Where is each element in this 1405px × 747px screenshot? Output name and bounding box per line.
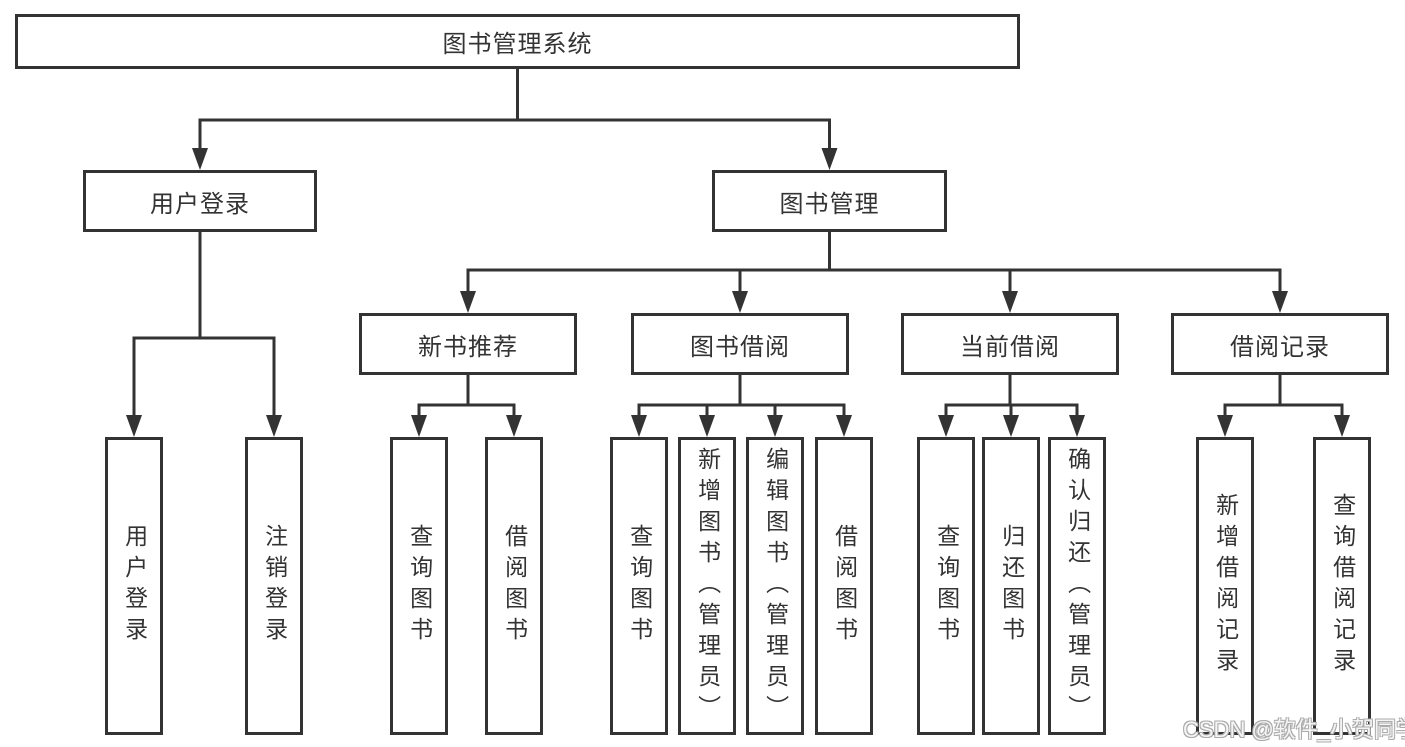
node-user-login-leaf: 用户登录 — [105, 437, 163, 735]
edge-root — [192, 67, 838, 170]
node-label: 查询借阅记录 — [1329, 493, 1356, 679]
node-confirm-return-admin: 确认归还（管理员） — [1048, 437, 1106, 735]
node-edit-books-admin: 编辑图书（管理员） — [746, 437, 804, 735]
node-query-books-borrowing: 查询图书 — [610, 437, 668, 735]
node-add-books-admin: 新增图书（管理员） — [678, 437, 736, 735]
node-label: 借阅图书 — [831, 524, 858, 648]
node-label: 借阅图书 — [501, 524, 528, 648]
arrowhead-icon — [266, 415, 282, 437]
node-root: 图书管理系统 — [15, 14, 1020, 69]
arrowhead-icon — [460, 291, 476, 313]
node-borrow-books-recommend: 借阅图书 — [485, 437, 543, 735]
edge-new-book-recommend — [411, 373, 522, 437]
node-label: 查询图书 — [406, 524, 433, 648]
node-book-borrowing: 图书借阅 — [631, 313, 849, 375]
connector-path — [198, 67, 831, 152]
node-label: 注销登录 — [261, 524, 288, 648]
node-current-borrowing: 当前借阅 — [901, 313, 1119, 375]
edge-borrowing-records — [1217, 373, 1350, 437]
connector-path — [466, 230, 1282, 295]
csdn-watermark: CSDN @软件_小贺同学 — [1183, 717, 1405, 742]
arrowhead-icon — [192, 148, 208, 170]
edge-book-management — [460, 230, 1288, 313]
node-new-book-recommend: 新书推荐 — [359, 313, 577, 375]
arrowhead-icon — [506, 415, 522, 437]
node-query-books-recommend: 查询图书 — [390, 437, 448, 735]
node-book-management: 图书管理 — [712, 170, 947, 232]
arrowhead-icon — [1217, 415, 1233, 437]
arrowhead-icon — [1069, 415, 1085, 437]
node-label: 当前借阅 — [960, 333, 1060, 361]
arrowhead-icon — [411, 415, 427, 437]
node-label: 图书管理系统 — [442, 31, 593, 58]
node-label: 用户登录 — [121, 524, 148, 648]
node-label: 确认归还（管理员） — [1064, 446, 1091, 726]
node-label: 新增借阅记录 — [1212, 493, 1239, 679]
node-label: 归还图书 — [998, 524, 1025, 648]
arrowhead-icon — [1003, 415, 1019, 437]
node-user-login: 用户登录 — [83, 170, 317, 232]
edge-book-borrowing — [631, 373, 852, 437]
edge-user-login — [126, 230, 282, 437]
node-borrowing-records: 借阅记录 — [1171, 313, 1389, 375]
connector-path — [417, 373, 516, 419]
arrowhead-icon — [767, 415, 783, 437]
arrowhead-icon — [1002, 291, 1018, 313]
node-label: 查询图书 — [933, 524, 960, 648]
node-logout: 注销登录 — [245, 437, 303, 735]
arrowhead-icon — [1272, 291, 1288, 313]
connector-path — [944, 373, 1079, 419]
arrowhead-icon — [836, 415, 852, 437]
arrowhead-icon — [699, 415, 715, 437]
connector-path — [637, 373, 846, 419]
node-query-books-current: 查询图书 — [917, 437, 975, 735]
node-borrow-books-borrowing: 借阅图书 — [815, 437, 873, 735]
node-add-borrow-record: 新增借阅记录 — [1196, 437, 1254, 735]
node-label: 新书推荐 — [418, 333, 518, 361]
node-label: 图书管理 — [779, 190, 880, 218]
connector-path — [132, 230, 276, 419]
node-return-books: 归还图书 — [982, 437, 1040, 735]
node-query-borrow-record: 查询借阅记录 — [1313, 437, 1371, 735]
arrowhead-icon — [821, 148, 838, 170]
arrowhead-icon — [1334, 415, 1350, 437]
edge-current-borrowing — [938, 373, 1085, 437]
arrowhead-icon — [938, 415, 954, 437]
node-label: 新增图书（管理员） — [694, 446, 721, 726]
node-label: 编辑图书（管理员） — [762, 446, 789, 726]
arrowhead-icon — [732, 291, 748, 313]
node-label: 用户登录 — [150, 190, 250, 218]
node-label: 查询图书 — [626, 524, 653, 648]
arrowhead-icon — [126, 415, 142, 437]
node-label: 借阅记录 — [1230, 333, 1330, 361]
node-label: 图书借阅 — [690, 333, 790, 361]
connector-path — [1223, 373, 1344, 419]
arrowhead-icon — [631, 415, 647, 437]
